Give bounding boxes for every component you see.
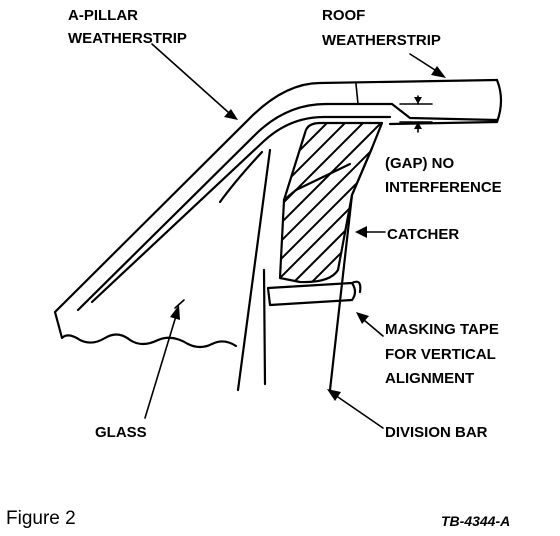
catcher (278, 121, 384, 284)
label-roof-1: ROOF (322, 7, 365, 24)
figure-caption: Figure 2 (6, 508, 76, 529)
gap-dimension (399, 95, 433, 133)
glass-panel (53, 78, 499, 349)
label-roof-2: WEATHERSTRIP (322, 32, 441, 49)
label-gap-1: (GAP) NO (385, 155, 454, 172)
label-a-pillar-1: A-PILLAR (68, 7, 138, 24)
label-masking-3: ALIGNMENT (385, 370, 474, 387)
leader-division-bar (327, 389, 384, 429)
leader-glass (144, 299, 185, 419)
label-a-pillar-2: WEATHERSTRIP (68, 30, 187, 47)
leader-roof (409, 53, 446, 78)
label-division-bar: DIVISION BAR (385, 424, 488, 441)
label-gap-2: INTERFERENCE (385, 179, 502, 196)
leader-catcher (355, 226, 386, 238)
label-masking-2: FOR VERTICAL (385, 346, 496, 363)
leader-masking-tape (356, 312, 384, 337)
masking-tape (266, 280, 362, 307)
leader-a-pillar (151, 43, 238, 120)
a-pillar-weatherstrip (76, 102, 499, 312)
label-glass: GLASS (95, 424, 147, 441)
roof-weatherstrip (495, 78, 503, 124)
division-bar (236, 146, 374, 392)
label-catcher: CATCHER (387, 226, 459, 243)
label-masking-1: MASKING TAPE (385, 321, 499, 338)
figure-reference: TB-4344-A (441, 513, 510, 529)
